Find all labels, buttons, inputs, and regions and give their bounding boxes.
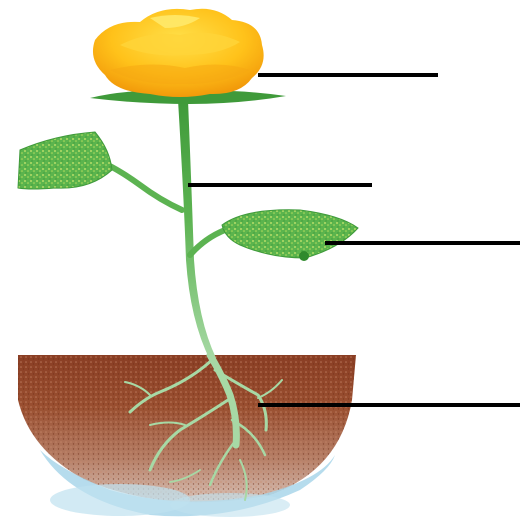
flower-head: [93, 9, 264, 97]
stem: [178, 100, 216, 360]
left-leaf-petiole: [108, 165, 182, 210]
right-leaf: [222, 210, 358, 258]
right-leaf-petiole: [190, 230, 225, 255]
leaf-node: [299, 251, 309, 261]
left-leaf: [18, 132, 112, 189]
